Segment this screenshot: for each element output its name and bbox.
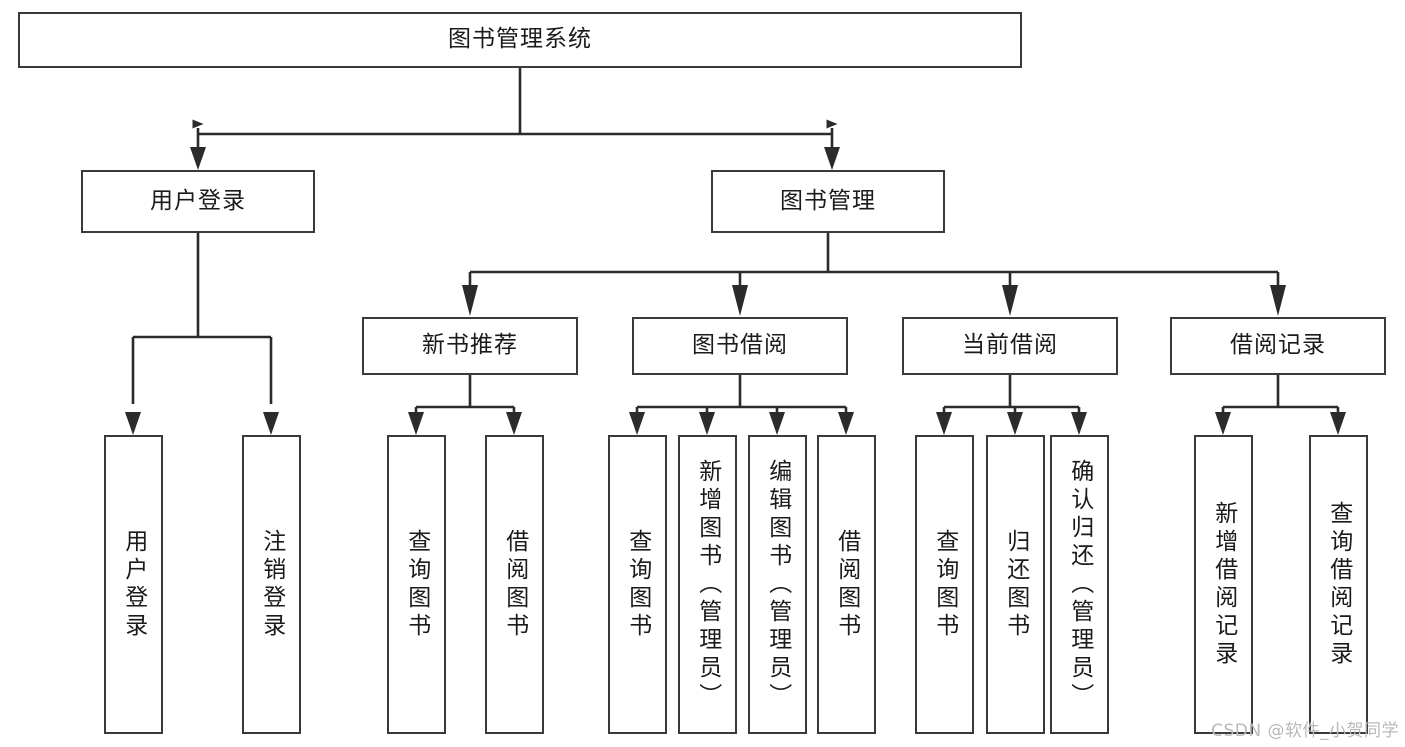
node-current-borrow[interactable]: 当前借阅 [902, 317, 1118, 375]
node-book-borrow-label: 图书借阅 [692, 332, 788, 359]
node-leaf-query-record[interactable]: 查询借阅记录 [1309, 435, 1368, 734]
node-book-manage[interactable]: 图书管理 [711, 170, 945, 233]
node-leaf-user-login[interactable]: 用户登录 [104, 435, 163, 734]
node-leaf-query-book-2[interactable]: 查询图书 [608, 435, 667, 734]
node-leaf-add-record[interactable]: 新增借阅记录 [1194, 435, 1253, 734]
node-book-manage-label: 图书管理 [780, 187, 876, 214]
node-root[interactable]: 图书管理系统 [18, 12, 1022, 68]
node-leaf-user-login-label: 用户登录 [120, 528, 147, 641]
node-leaf-query-book-1[interactable]: 查询图书 [387, 435, 446, 734]
node-leaf-return-book-label: 归还图书 [1002, 528, 1029, 641]
node-leaf-return-book[interactable]: 归还图书 [986, 435, 1045, 734]
node-leaf-borrow-book-1-label: 借阅图书 [501, 528, 528, 641]
node-leaf-add-book[interactable]: 新增图书（管理员） [678, 435, 737, 734]
node-leaf-borrow-book-2[interactable]: 借阅图书 [817, 435, 876, 734]
node-leaf-edit-book-label: 编辑图书（管理员） [764, 458, 791, 711]
node-leaf-edit-book[interactable]: 编辑图书（管理员） [748, 435, 807, 734]
node-leaf-query-book-1-label: 查询图书 [403, 528, 430, 641]
node-leaf-query-record-label: 查询借阅记录 [1325, 500, 1352, 669]
node-leaf-query-book-3[interactable]: 查询图书 [915, 435, 974, 734]
node-leaf-user-logout-label: 注销登录 [258, 528, 285, 641]
node-leaf-add-record-label: 新增借阅记录 [1210, 500, 1237, 669]
csdn-watermark: CSDN @软件_小贺同学 [1211, 721, 1399, 741]
node-new-book-recommend[interactable]: 新书推荐 [362, 317, 578, 375]
node-leaf-borrow-book-1[interactable]: 借阅图书 [485, 435, 544, 734]
node-user-login-label: 用户登录 [150, 187, 246, 214]
node-borrow-record-label: 借阅记录 [1230, 332, 1326, 359]
node-borrow-record[interactable]: 借阅记录 [1170, 317, 1386, 375]
node-new-book-recommend-label: 新书推荐 [422, 332, 518, 359]
node-leaf-confirm-return-label: 确认归还（管理员） [1066, 458, 1093, 711]
node-current-borrow-label: 当前借阅 [962, 332, 1058, 359]
node-leaf-confirm-return[interactable]: 确认归还（管理员） [1050, 435, 1109, 734]
node-book-borrow[interactable]: 图书借阅 [632, 317, 848, 375]
node-leaf-borrow-book-2-label: 借阅图书 [833, 528, 860, 641]
node-leaf-add-book-label: 新增图书（管理员） [694, 458, 721, 711]
node-root-label: 图书管理系统 [448, 26, 592, 53]
node-leaf-user-logout[interactable]: 注销登录 [242, 435, 301, 734]
arrowheads [125, 147, 1346, 435]
node-leaf-query-book-3-label: 查询图书 [931, 528, 958, 641]
node-leaf-query-book-2-label: 查询图书 [624, 528, 651, 641]
node-user-login[interactable]: 用户登录 [81, 170, 315, 233]
